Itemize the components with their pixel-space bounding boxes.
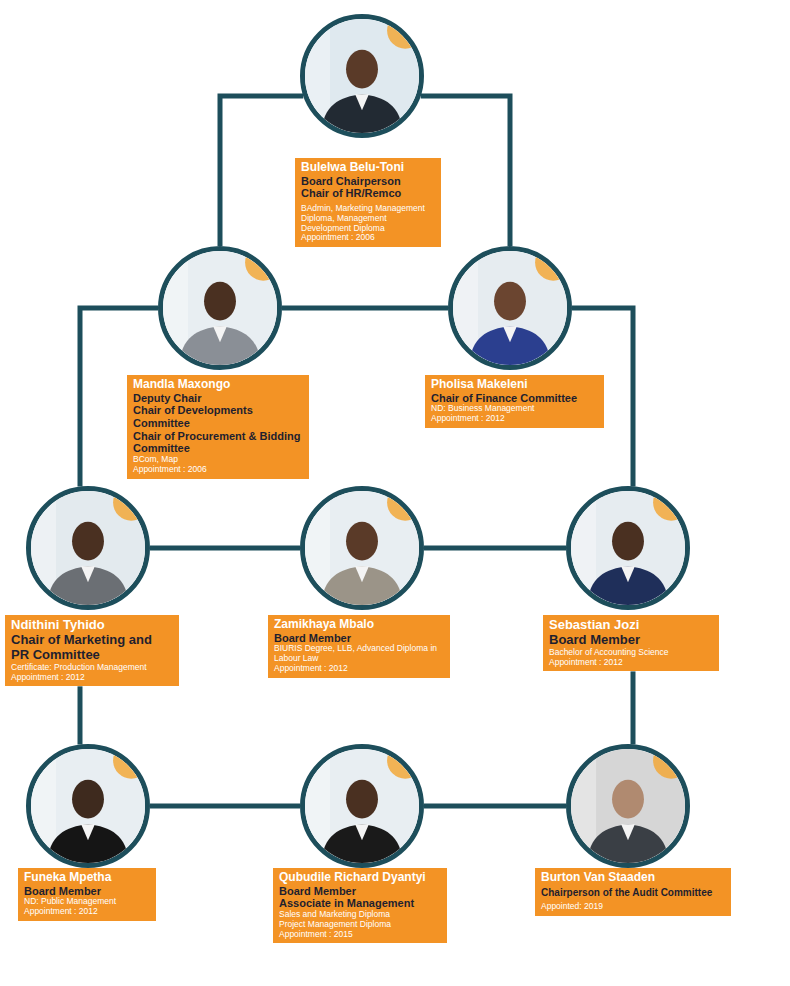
member-name: Burton Van Staaden bbox=[541, 871, 725, 885]
appointment-date: Appointment : 2015 bbox=[279, 930, 441, 940]
portrait-photo bbox=[305, 491, 419, 605]
portrait-photo bbox=[305, 749, 419, 863]
appointment-date: Appointment : 2012 bbox=[549, 658, 713, 668]
portrait-circle bbox=[566, 744, 690, 868]
member-role: Board Chairperson bbox=[301, 175, 435, 188]
member-card: Burton Van StaadenChairperson of the Aud… bbox=[535, 744, 731, 916]
member-role: Deputy Chair bbox=[133, 392, 303, 405]
member-name: Pholisa Makeleni bbox=[431, 378, 598, 392]
member-card: Zamikhaya MbaloBoard MemberBIURIS Degree… bbox=[268, 486, 450, 678]
org-connector bbox=[150, 546, 300, 551]
member-name: Mandla Maxongo bbox=[133, 378, 303, 392]
appointment-date: Appointment : 2012 bbox=[24, 907, 150, 917]
member-name: Ndithini Tyhido bbox=[11, 618, 173, 633]
qualification: BIURIS Degree, LLB, Advanced Diploma in … bbox=[274, 644, 444, 664]
member-card: Qubudile Richard DyantyiBoard MemberAsso… bbox=[273, 744, 447, 943]
label-box: Bulelwa Belu-ToniBoard ChairpersonChair … bbox=[295, 158, 441, 247]
member-role: Chair of Marketing and PR Committee bbox=[11, 633, 173, 663]
qualification: Project Management Diploma bbox=[279, 920, 441, 930]
member-card: Ndithini TyhidoChair of Marketing and PR… bbox=[5, 486, 179, 686]
portrait-photo bbox=[571, 749, 685, 863]
member-role: Chairperson of the Audit Committee bbox=[541, 887, 725, 899]
portrait-photo bbox=[163, 251, 277, 365]
member-card: Sebastian JoziBoard MemberBachelor of Ac… bbox=[543, 486, 719, 671]
member-role: Board Member bbox=[279, 885, 441, 898]
qualification: ND: Business Management bbox=[431, 404, 598, 414]
member-role: Board Member bbox=[274, 632, 444, 645]
label-box: Sebastian JoziBoard MemberBachelor of Ac… bbox=[543, 615, 719, 671]
label-box: Ndithini TyhidoChair of Marketing and PR… bbox=[5, 615, 179, 686]
org-connector bbox=[78, 686, 83, 744]
appointment-date: Appointment : 2012 bbox=[274, 664, 444, 674]
member-role: Chair of HR/Remco bbox=[301, 187, 435, 200]
label-box: Funeka MpethaBoard MemberND: Public Mana… bbox=[18, 868, 156, 921]
member-role: Associate in Management bbox=[279, 897, 441, 910]
member-name: Funeka Mpetha bbox=[24, 871, 150, 885]
qualification: Bachelor of Accounting Science bbox=[549, 648, 713, 658]
member-card: Pholisa MakeleniChair of Finance Committ… bbox=[425, 246, 604, 428]
portrait-circle bbox=[300, 744, 424, 868]
portrait-circle bbox=[566, 486, 690, 610]
label-box: Burton Van StaadenChairperson of the Aud… bbox=[535, 868, 731, 916]
member-name: Bulelwa Belu-Toni bbox=[301, 161, 435, 175]
portrait-photo bbox=[453, 251, 567, 365]
org-connector bbox=[220, 96, 303, 246]
member-role: Chair of Finance Committee bbox=[431, 392, 598, 405]
portrait-photo bbox=[571, 491, 685, 605]
portrait-circle bbox=[300, 486, 424, 610]
org-connector bbox=[282, 306, 448, 311]
member-card: Funeka MpethaBoard MemberND: Public Mana… bbox=[18, 744, 156, 921]
member-card: Bulelwa Belu-ToniBoard ChairpersonChair … bbox=[295, 14, 441, 247]
member-card: Mandla MaxongoDeputy ChairChair of Devel… bbox=[127, 246, 309, 479]
appointment-date: Appointed: 2019 bbox=[541, 902, 725, 912]
member-role: Board Member bbox=[24, 885, 150, 898]
portrait-circle bbox=[300, 14, 424, 138]
qualification: ND: Public Management bbox=[24, 897, 150, 907]
member-name: Qubudile Richard Dyantyi bbox=[279, 871, 441, 885]
qualification: BAdmin, Marketing Management Diploma, Ma… bbox=[301, 204, 435, 233]
qualification: Certificate: Production Management bbox=[11, 663, 173, 673]
portrait-circle bbox=[26, 744, 150, 868]
member-name: Sebastian Jozi bbox=[549, 618, 713, 633]
label-box: Mandla MaxongoDeputy ChairChair of Devel… bbox=[127, 375, 309, 479]
portrait-circle bbox=[448, 246, 572, 370]
org-connector bbox=[150, 804, 300, 809]
label-box: Qubudile Richard DyantyiBoard MemberAsso… bbox=[273, 868, 447, 943]
member-role: Chair of Procurement & Bidding Committee bbox=[133, 430, 303, 455]
portrait-circle bbox=[158, 246, 282, 370]
label-box: Zamikhaya MbaloBoard MemberBIURIS Degree… bbox=[268, 615, 450, 678]
appointment-date: Appointment : 2012 bbox=[431, 414, 598, 424]
org-connector bbox=[424, 546, 566, 551]
portrait-photo bbox=[31, 749, 145, 863]
label-box: Pholisa MakeleniChair of Finance Committ… bbox=[425, 375, 604, 428]
qualification: BCom, Map bbox=[133, 455, 303, 465]
member-role: Board Member bbox=[549, 633, 713, 648]
portrait-circle bbox=[26, 486, 150, 610]
org-connector bbox=[424, 804, 566, 809]
appointment-date: Appointment : 2006 bbox=[133, 465, 303, 475]
portrait-photo bbox=[31, 491, 145, 605]
appointment-date: Appointment : 2006 bbox=[301, 233, 435, 243]
member-role: Chair of Developments Committee bbox=[133, 404, 303, 429]
appointment-date: Appointment : 2012 bbox=[11, 673, 173, 683]
portrait-photo bbox=[305, 19, 419, 133]
qualification: Sales and Marketing Diploma bbox=[279, 910, 441, 920]
org-connector bbox=[631, 671, 636, 744]
member-name: Zamikhaya Mbalo bbox=[274, 618, 444, 632]
